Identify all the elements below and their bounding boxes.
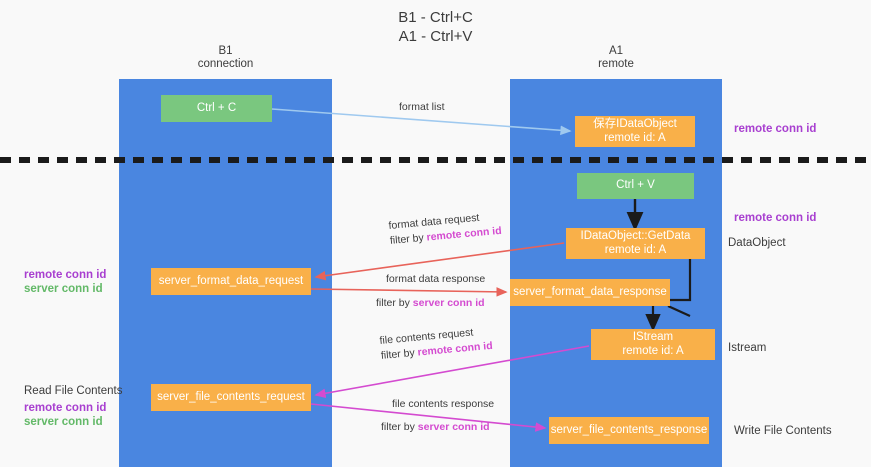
annotation-left-remote-conn-id-bottom: remote conn id bbox=[24, 402, 107, 414]
flow-label-format-data-response-text: format data response bbox=[386, 273, 486, 285]
box-server-format-data-response[interactable]: server_format_data_response bbox=[510, 279, 670, 306]
annotation-left-server-conn-id-bottom: server conn id bbox=[24, 416, 103, 428]
arrow-format-data-response bbox=[310, 287, 508, 297]
box-istream[interactable]: IStream remote id: A bbox=[591, 329, 715, 360]
flow-label-format-data-response-filter: filter by server conn id bbox=[376, 296, 485, 311]
annotation-left-remote-conn-id-mid: remote conn id bbox=[24, 269, 107, 281]
flow-label-format-data-request: format data request filter by remote con… bbox=[388, 209, 502, 249]
annotation-left-conn-ids-bottom: remote conn id server conn id bbox=[24, 401, 106, 429]
annotation-dataobject: DataObject bbox=[728, 236, 786, 250]
annotation-write-file-contents-label: Write File Contents bbox=[734, 425, 832, 437]
filter-key: server conn id bbox=[417, 421, 490, 433]
box-save-idataobject[interactable]: 保存IDataObject remote id: A bbox=[575, 116, 695, 147]
box-ctrl-c[interactable]: Ctrl + C bbox=[161, 95, 272, 122]
flow-label-file-contents-response-filter: filter by server conn id bbox=[381, 420, 490, 435]
filter-key: server conn id bbox=[412, 297, 485, 309]
filter-prefix: filter by bbox=[380, 346, 419, 362]
annotation-left-server-conn-id-mid: server conn id bbox=[24, 283, 103, 295]
annotation-left-conn-ids-mid: remote conn id server conn id bbox=[24, 268, 106, 296]
annotation-read-file-contents-label: Read File Contents bbox=[24, 385, 123, 397]
annotation-remote-conn-id-mid-label: remote conn id bbox=[734, 212, 817, 224]
annotation-remote-conn-id-top-label: remote conn id bbox=[734, 123, 817, 135]
filter-prefix: filter by bbox=[376, 297, 413, 309]
flow-label-file-contents-request: file contents request filter by remote c… bbox=[379, 324, 493, 364]
annotation-remote-conn-id-mid: remote conn id bbox=[734, 211, 816, 225]
flow-label-file-contents-response: file contents response bbox=[392, 397, 494, 412]
lane-header-b1: B1 connection bbox=[197, 45, 254, 70]
page-title: B1 - Ctrl+C A1 - Ctrl+V bbox=[398, 9, 473, 45]
annotation-read-file-contents: Read File Contents bbox=[24, 384, 122, 398]
filter-prefix: filter by bbox=[389, 231, 428, 247]
annotation-dataobject-label: DataObject bbox=[728, 237, 786, 249]
filter-prefix: filter by bbox=[381, 421, 418, 433]
lane-header-a1: A1 remote bbox=[598, 45, 634, 70]
box-server-format-data-request[interactable]: server_format_data_request bbox=[151, 268, 311, 295]
annotation-istream: Istream bbox=[728, 341, 766, 355]
section-divider bbox=[0, 157, 871, 163]
box-idataobject-getdata[interactable]: IDataObject::GetData remote id: A bbox=[566, 228, 705, 259]
flow-label-format-list: format list bbox=[399, 100, 445, 115]
annotation-remote-conn-id-top: remote conn id bbox=[734, 122, 816, 136]
annotation-write-file-contents: Write File Contents bbox=[734, 424, 832, 438]
flow-label-format-list-text: format list bbox=[399, 101, 445, 113]
box-server-file-contents-response[interactable]: server_file_contents_response bbox=[549, 417, 709, 444]
box-server-file-contents-request[interactable]: server_file_contents_request bbox=[151, 384, 311, 411]
flow-label-file-contents-response-text: file contents response bbox=[392, 398, 495, 410]
box-ctrl-v[interactable]: Ctrl + V bbox=[577, 173, 694, 199]
annotation-istream-label: Istream bbox=[728, 342, 767, 354]
flow-label-format-data-response: format data response bbox=[386, 272, 485, 287]
